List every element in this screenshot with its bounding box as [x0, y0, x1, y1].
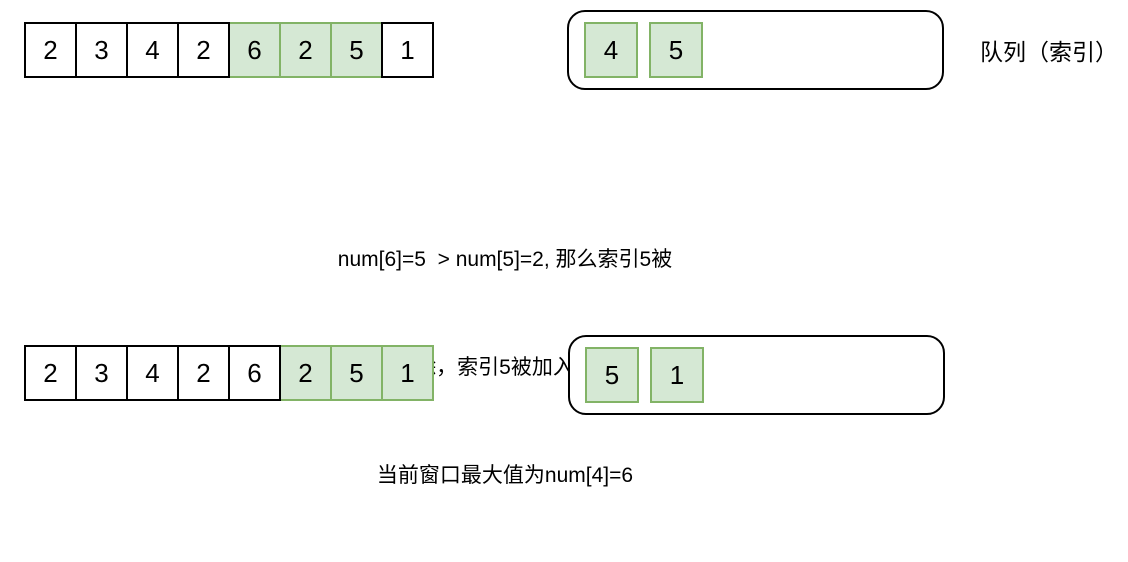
queue-cell-value: 5	[668, 34, 684, 65]
queue-cell-value: 4	[603, 34, 619, 65]
array-cell-value: 2	[298, 357, 313, 388]
array-cell: 1	[381, 22, 434, 78]
array-cell: 3	[75, 345, 128, 401]
array-cell-value: 2	[43, 357, 58, 388]
array-cell-value: 6	[247, 357, 262, 388]
nums-array-step2: 2 3 4 2 6 2 5	[24, 345, 434, 401]
array-cell: 4	[126, 345, 179, 401]
array-cell: 4	[126, 22, 179, 78]
array-cell-value: 2	[43, 34, 58, 65]
array-cell-value: 2	[196, 357, 211, 388]
queue-cell-value: 5	[604, 359, 620, 390]
array-cell: 3	[75, 22, 128, 78]
array-cell-value: 4	[145, 357, 160, 388]
queue-cell: 5	[649, 22, 703, 78]
array-cell-value: 5	[349, 34, 364, 65]
array-cell-value: 3	[94, 34, 109, 65]
queue-cell: 1	[650, 347, 704, 403]
queue-cell: 4	[584, 22, 638, 78]
array-cell: 2	[279, 22, 332, 78]
nums-array-step1: 2 3 4 2 6 2 5	[24, 22, 434, 78]
array-cell-value: 2	[196, 34, 211, 65]
caption-step1: num[6]=5 > num[5]=2, 那么索引5被 移除，索引5被加入队列 …	[303, 138, 707, 543]
array-cell: 2	[279, 345, 332, 401]
array-cell: 2	[24, 345, 77, 401]
queue-box-step2: 5 1	[568, 335, 945, 415]
queue-cell-value: 1	[669, 359, 685, 390]
array-cell-value: 6	[247, 34, 262, 65]
array-cell: 2	[24, 22, 77, 78]
array-cell: 1	[381, 345, 434, 401]
array-cell-value: 2	[298, 34, 313, 65]
array-cell: 2	[177, 22, 230, 78]
array-cell: 6	[228, 22, 281, 78]
caption-step2: 索引4不在当前窗口，被移除 1<num[5]=5,1的索引值6被加入队列 当前窗…	[293, 459, 697, 562]
array-cell-value: 1	[400, 34, 415, 65]
array-cell-value: 5	[349, 357, 364, 388]
array-cell: 5	[330, 22, 383, 78]
array-cell: 6	[228, 345, 281, 401]
array-cell-value: 4	[145, 34, 160, 65]
caption-line: num[6]=5 > num[5]=2, 那么索引5被	[337, 248, 673, 271]
queue-box-step1: 4 5	[567, 10, 944, 90]
array-cell-value: 1	[400, 357, 415, 388]
array-cell: 5	[330, 345, 383, 401]
caption-line: 当前窗口最大值为num[4]=6	[376, 464, 634, 487]
caption-line: 移除，索引5被加入队列	[394, 356, 616, 379]
queue-label: 队列（索引）	[980, 39, 1118, 65]
queue-cell: 5	[585, 347, 639, 403]
array-cell-value: 3	[94, 357, 109, 388]
array-cell: 2	[177, 345, 230, 401]
